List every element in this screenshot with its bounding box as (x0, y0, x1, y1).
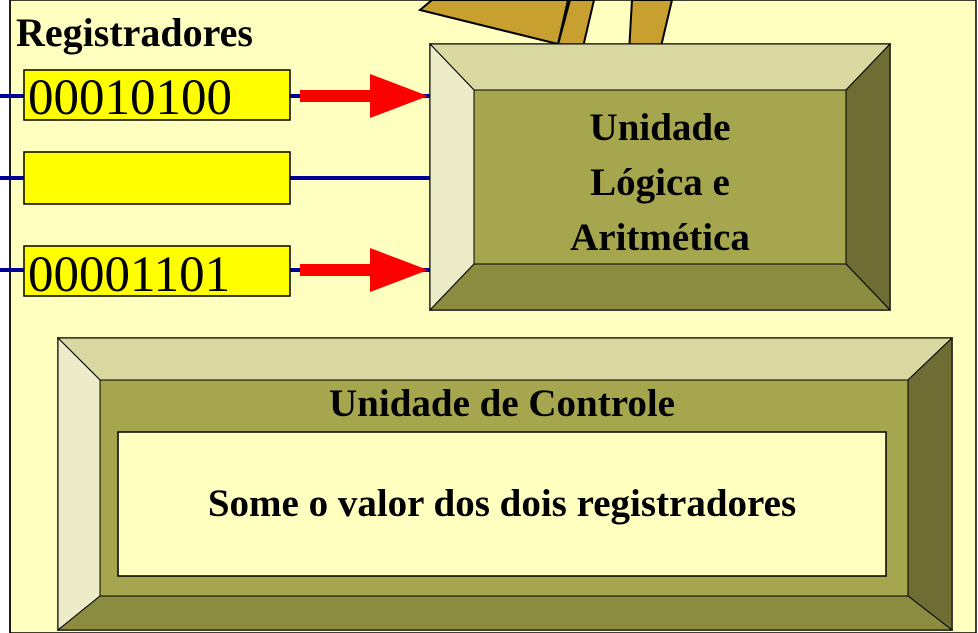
control-unit-box: Unidade de Controle Some o valor dos doi… (56, 336, 954, 632)
registers-title: Registradores (16, 10, 253, 55)
instruction-box (117, 431, 887, 577)
arrow-register-3-to-alu (300, 248, 428, 292)
control-unit-title: Unidade de Controle (329, 382, 675, 425)
register-box-3 (23, 245, 291, 297)
alu-label-line1: Unidade (590, 106, 731, 149)
register-box-1 (23, 69, 291, 121)
register-box-2 (23, 151, 291, 205)
alu-label-line2: Lógica e (590, 161, 730, 204)
transfer-arrows (300, 74, 428, 292)
alu-label-line3: Aritmética (570, 216, 750, 259)
alu-box: Unidade Lógica e Aritmética (428, 42, 892, 312)
arrow-register-1-to-alu (300, 74, 428, 118)
instruction-text: Some o valor dos dois registradores (208, 482, 796, 525)
register-value-1: 00010100 (28, 70, 232, 126)
register-list: 00010100 00001101 (23, 69, 291, 303)
register-value-3: 00001101 (28, 247, 230, 303)
